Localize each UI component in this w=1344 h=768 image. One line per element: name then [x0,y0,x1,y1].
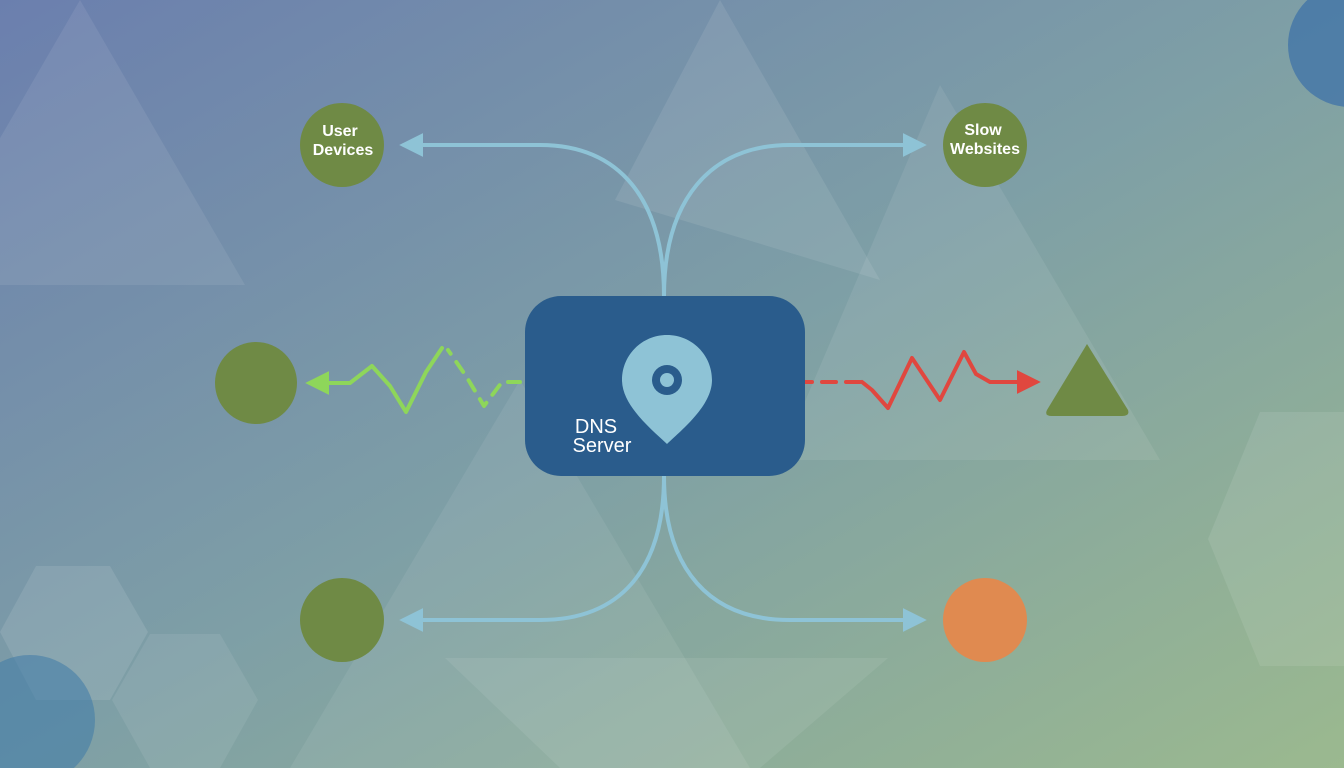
node-user-devices: User Devices [300,103,384,187]
connectors [399,133,927,632]
slow-websites-label-line1: Slow [964,122,1002,139]
user-devices-label-line1: User [322,123,358,140]
dns-server-label-line1: DNS [575,416,617,438]
connector-to-slow-websites [662,133,927,298]
node-right-triangle-icon [1046,344,1129,416]
connector-to-bottom-left [399,474,666,632]
user-devices-label-line2: Devices [313,142,374,159]
connector-to-bottom-right [662,474,927,632]
dns-server: DNS Server [525,296,805,476]
slow-websites-label-line2: Websites [950,141,1020,158]
location-pin-icon [622,335,712,444]
node-bottom-right-orange [943,578,1027,662]
node-slow-websites: Slow Websites [943,103,1027,187]
connector-to-user-devices [399,133,666,298]
node-bottom-left-green [300,578,384,662]
node-left-green [215,342,297,424]
dns-server-label-line2: Server [573,435,632,457]
